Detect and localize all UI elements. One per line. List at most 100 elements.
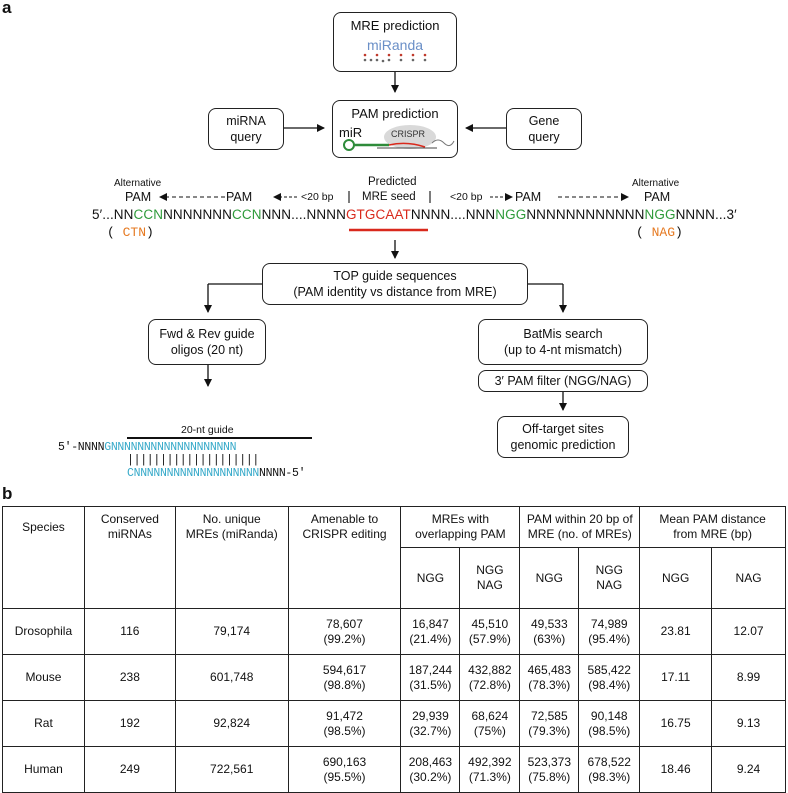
seq-part2: NNNNNNN: [163, 207, 233, 222]
batmis-box: BatMis search (up to 4-nt mismatch): [478, 319, 648, 365]
alignment-icon: [363, 53, 427, 63]
pam-alt-right: PAM: [644, 190, 671, 204]
cell-unique: 92,824: [174, 700, 289, 747]
cell-m-nag: 9.24: [711, 746, 786, 793]
cell-m-nag: 9.13: [711, 700, 786, 747]
cell-w-nag: 585,422(98.4%): [578, 654, 641, 701]
table-row: Rat 192 92,824 91,472(98.5%) 29,939(32.7…: [2, 700, 786, 747]
sub-m-nag: NAG: [711, 547, 786, 609]
header-species: Species: [2, 506, 85, 548]
seq-part3: NNN....NNNN: [261, 207, 346, 222]
gene-query-line2: query: [528, 130, 560, 144]
pam-mid-right: PAM: [515, 190, 542, 204]
guide-top-strand: 5′-NNNNGNNNNNNNNNNNNNNNNNNN: [58, 441, 237, 454]
mirna-query-box: miRNA query: [208, 108, 284, 150]
pam-mid-left: PAM: [226, 190, 253, 204]
sub-ov-ngg: NGG: [400, 547, 461, 609]
guide-bottom-strand: CNNNNNNNNNNNNNNNNNNNNNNN-5′: [127, 467, 306, 480]
cell-w-ngg: 465,483(78.3%): [519, 654, 580, 701]
crispr-label: CRISPR: [391, 129, 426, 139]
cell-w-ngg: 523,373(75.8%): [519, 746, 580, 793]
top-guide-title: TOP guide sequences: [333, 269, 457, 283]
cell-conserved: 249: [83, 746, 176, 793]
mirna-query-line2: query: [230, 130, 262, 144]
offtarget-line2: genomic prediction: [510, 438, 616, 452]
cell-ov-nag: 45,510(57.9%): [459, 608, 521, 655]
cell-ov-ngg: 208,463(30.2%): [400, 746, 461, 793]
table-row: Human 249 722,561 690,163(95.5%) 208,463…: [2, 746, 786, 793]
seq-part5: NNNNNNNNNNNN: [526, 207, 645, 222]
mirna-query-line1: miRNA: [226, 114, 266, 128]
cell-w-nag: 90,148(98.5%): [578, 700, 641, 747]
alt-right-label: Alternative: [632, 178, 680, 189]
gene-query-box: Gene query: [506, 108, 582, 150]
table-row: Drosophila 116 79,174 78,607(99.2%) 16,8…: [2, 608, 786, 655]
cell-amenable: 91,472(98.5%): [287, 700, 402, 747]
cell-species: Rat: [2, 700, 85, 747]
offtarget-line1: Off-target sites: [522, 422, 604, 436]
cell-ov-ngg: 29,939(32.7%): [400, 700, 461, 747]
cell-w-nag: 74,989(95.4%): [578, 608, 641, 655]
nag-text: NAG: [651, 225, 676, 240]
dist-right: <20 bp: [450, 191, 483, 203]
cell-m-nag: 12.07: [711, 608, 786, 655]
mir-label: miR: [339, 125, 363, 140]
seq-seed: GTGCAAT: [345, 207, 411, 222]
pam-alt-left: PAM: [125, 190, 152, 204]
cell-w-nag: 678,522(98.3%): [578, 746, 641, 793]
alt-pam-nag: ( NAG): [636, 225, 683, 240]
predicted-label: Predicted: [368, 176, 417, 188]
cell-ov-nag: 68,624(75%): [459, 700, 521, 747]
guide-top-prefix: 5′-NNNN: [58, 441, 105, 454]
top-guide-box: TOP guide sequences (PAM identity vs dis…: [262, 263, 528, 305]
cell-ov-ngg: 16,847(21.4%): [400, 608, 461, 655]
mre-title: MRE prediction: [350, 18, 440, 33]
cell-amenable: 690,163(95.5%): [287, 746, 402, 793]
alt-left-label: Alternative: [114, 178, 162, 189]
target-sequence: 5′...NNCCNNNNNNNNCCNNNN....NNNNGTGCAATNN…: [92, 207, 737, 222]
cell-m-ngg: 18.46: [639, 746, 713, 793]
cell-conserved: 192: [83, 700, 176, 747]
flow-arrows: [127, 72, 629, 439]
mre-prediction-box: MRE prediction miRanda: [333, 12, 457, 72]
table-row: Mouse 238 601,748 594,617(98.8%) 187,244…: [2, 654, 786, 701]
crispr-complex-icon: [343, 125, 455, 151]
pam-filter-box: 3′ PAM filter (NGG/NAG): [478, 370, 648, 392]
cell-species: Mouse: [2, 654, 85, 701]
cell-amenable: 594,617(98.8%): [287, 654, 402, 701]
guide-bottom-suffix: NNNN-5′: [259, 467, 306, 480]
guide-bottom-seq: CNNNNNNNNNNNNNNNNNNN: [127, 467, 260, 480]
cell-amenable: 78,607(99.2%): [287, 608, 402, 655]
pam-title: PAM prediction: [351, 106, 439, 121]
guide-length-label: 20-nt guide: [181, 424, 234, 436]
cell-ov-ngg: 187,244(31.5%): [400, 654, 461, 701]
cell-unique: 601,748: [174, 654, 289, 701]
dist-left: <20 bp: [301, 191, 334, 203]
cell-m-ngg: 17.11: [639, 654, 713, 701]
fwd-rev-line1: Fwd & Rev guide: [159, 327, 255, 341]
miranda-label: miRanda: [366, 37, 424, 53]
cell-w-ngg: 49,533(63%): [519, 608, 580, 655]
guide-top-seq: GNNNNNNNNNNNNNNNNNNN: [104, 441, 237, 454]
seq-part1: 5′...NN: [92, 207, 134, 222]
seq-part6: NNNN...3′: [675, 207, 737, 222]
gene-query-line1: Gene: [528, 114, 560, 128]
fwd-rev-line2: oligos (20 nt): [170, 343, 244, 357]
cell-m-ngg: 23.81: [639, 608, 713, 655]
alt-pam-ctn: ( CTN): [107, 225, 154, 240]
cell-species: Drosophila: [2, 608, 85, 655]
cell-species: Human: [2, 746, 85, 793]
mre-seed-label: MRE seed: [362, 191, 416, 203]
batmis-line2: (up to 4-nt mismatch): [503, 343, 623, 357]
top-guide-subtitle: (PAM identity vs distance from MRE): [293, 285, 497, 299]
pam-filter-text: 3′ PAM filter (NGG/NAG): [494, 374, 632, 388]
